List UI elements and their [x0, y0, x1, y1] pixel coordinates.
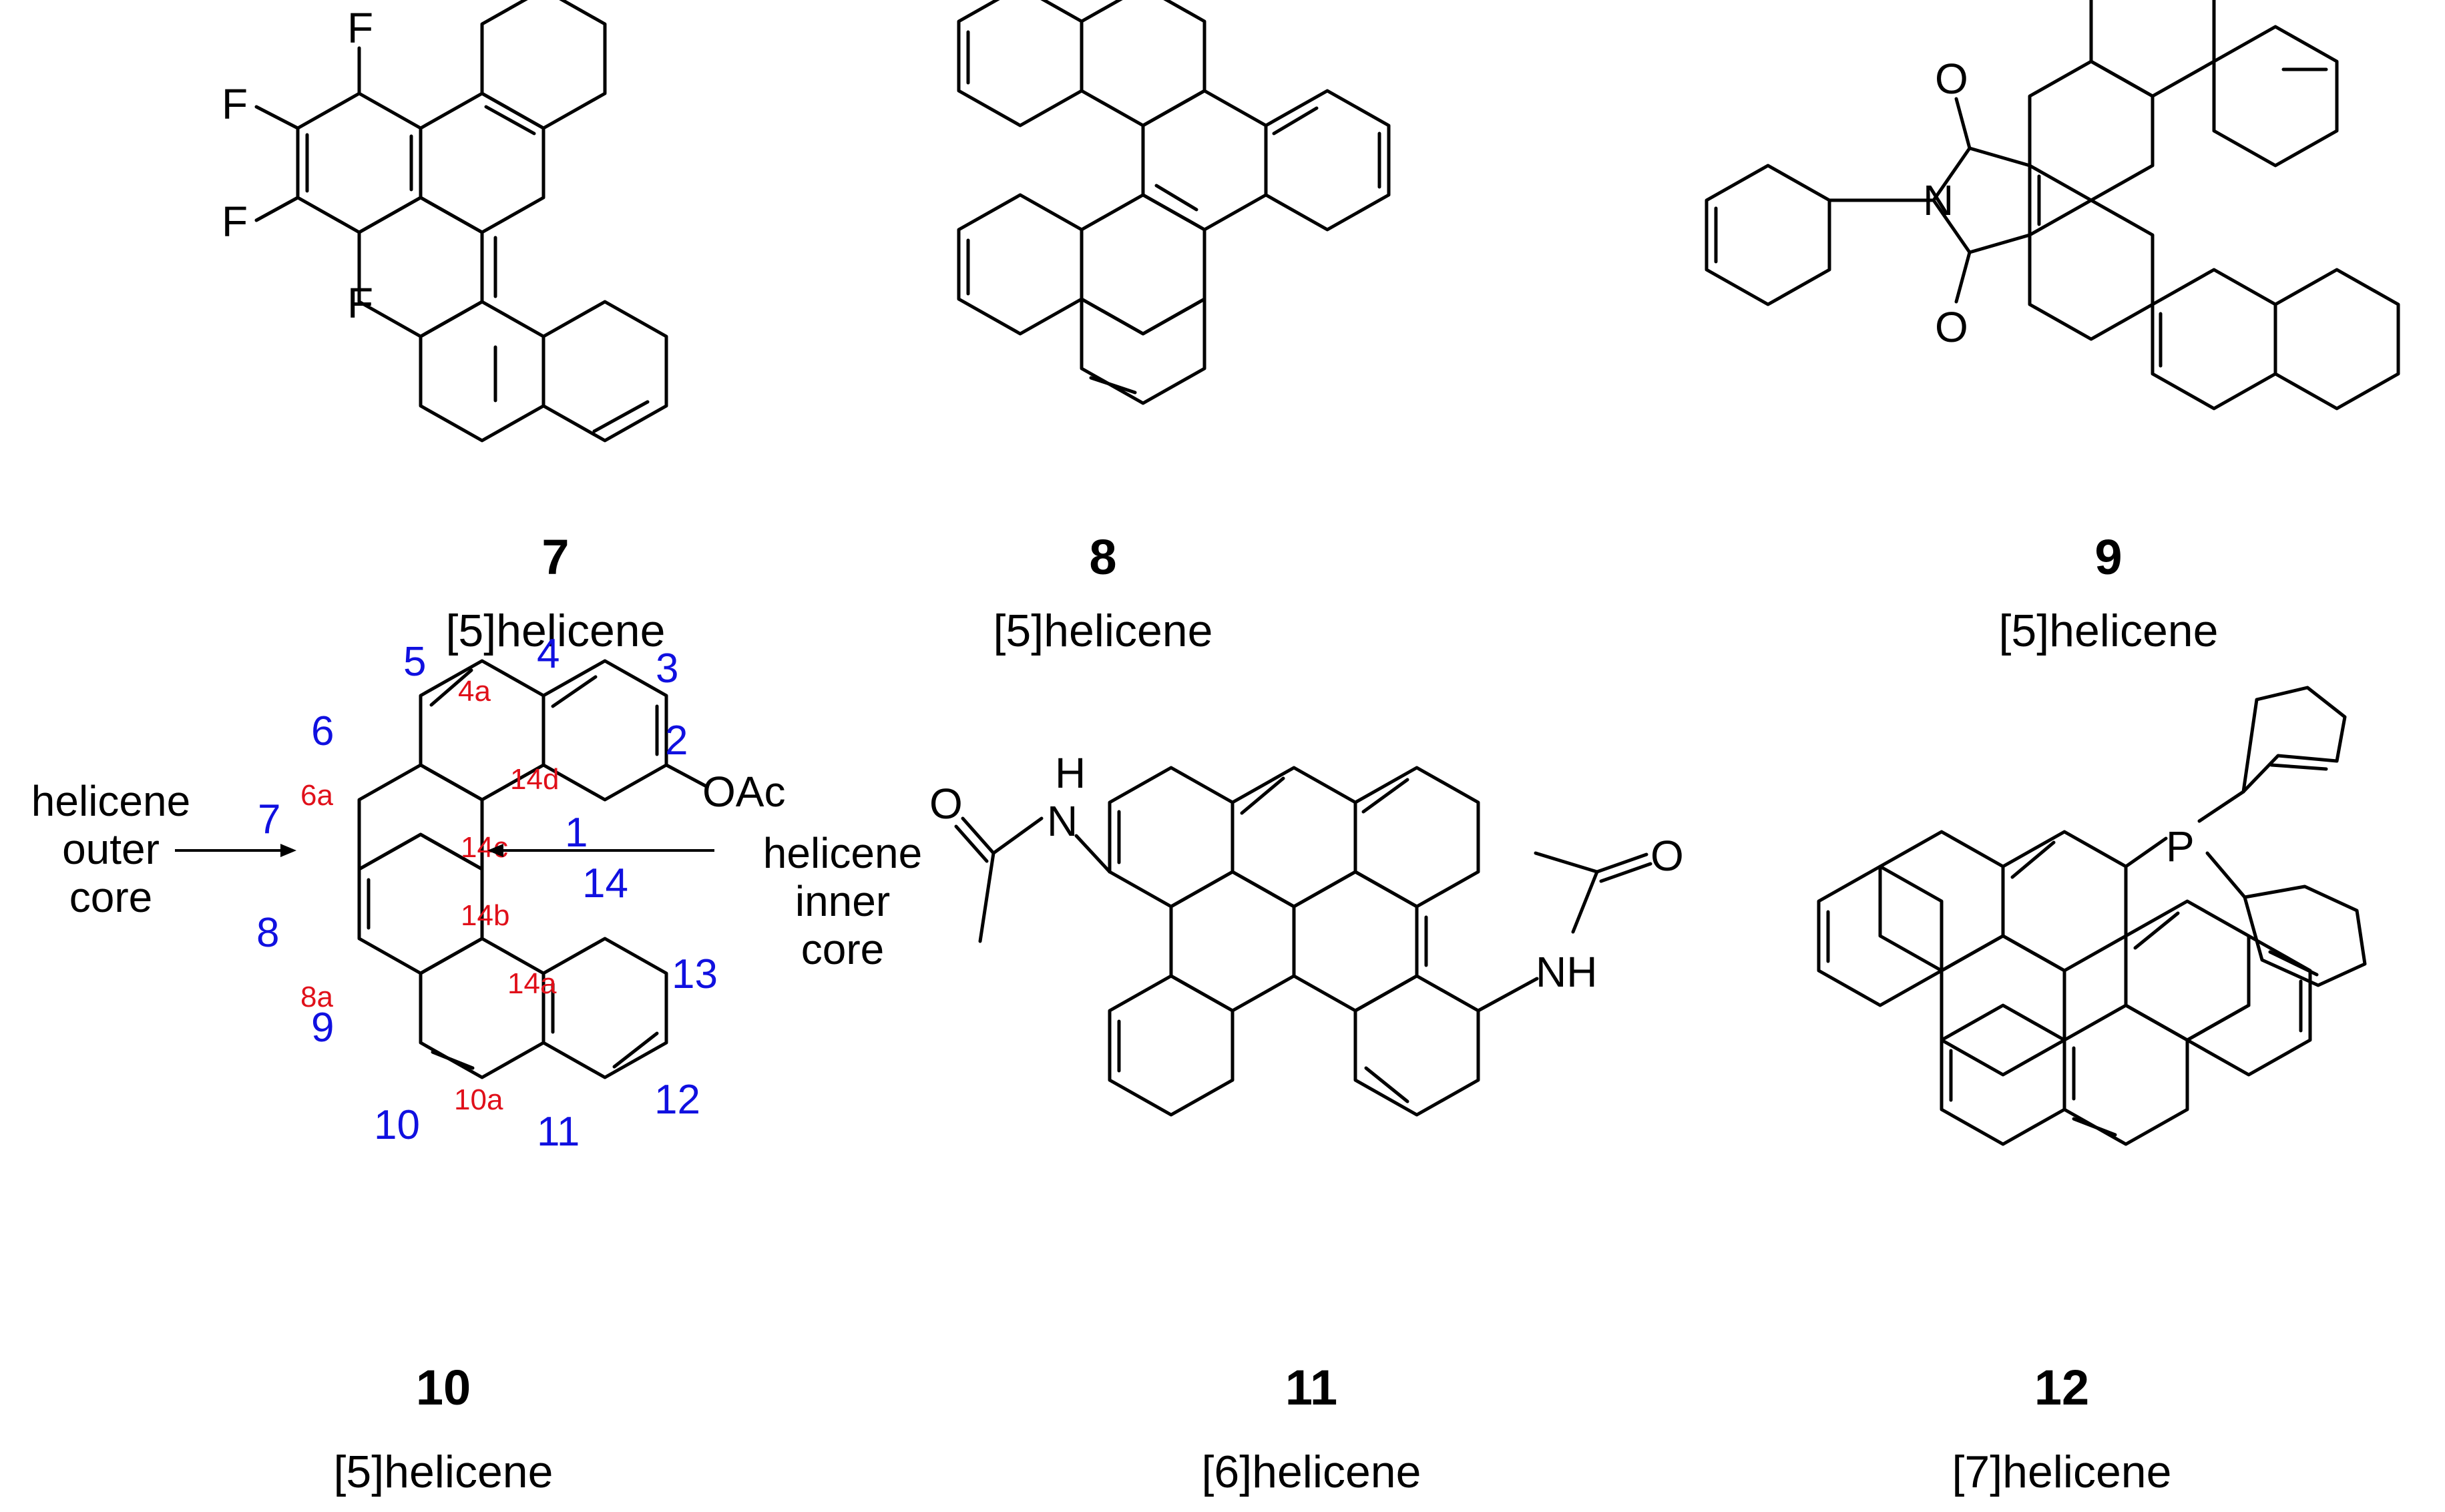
compound-name-9: [5]helicene	[1999, 605, 2219, 656]
oxygen-label-9b: O	[1935, 303, 1968, 351]
locant-8: 8	[256, 910, 279, 956]
structure-compound-10: OAc 1 2 3 4 5 6 7 8 9 10 11 12 13 14 4a …	[31, 631, 922, 1497]
structure-compound-12: P 12 [7]helicene	[1817, 686, 2367, 1497]
locant-5: 5	[403, 639, 426, 685]
locant-3: 3	[656, 646, 678, 692]
nitrogen-label-11: N	[1047, 797, 1078, 845]
locant-14a: 14a	[507, 967, 557, 1000]
inner-core-label-line3: core	[801, 925, 885, 973]
locant-10: 10	[374, 1102, 420, 1148]
oac-label-10: OAc	[702, 768, 785, 816]
locant-13: 13	[672, 951, 718, 997]
fluorine-label-7d: F	[347, 279, 373, 327]
compound-name-10: [5]helicene	[334, 1447, 553, 1497]
inner-core-label-line1: helicene	[763, 829, 922, 877]
locant-7: 7	[258, 796, 280, 842]
compound-number-8: 8	[1089, 529, 1116, 585]
oxygen-label-11a: O	[929, 780, 963, 828]
oxygen-label-11b: O	[1650, 832, 1684, 880]
outer-core-label-line2: outer	[62, 825, 160, 873]
outer-core-arrowhead	[280, 844, 296, 857]
locant-14b: 14b	[461, 899, 509, 932]
locant-2: 2	[665, 718, 688, 764]
locant-6a: 6a	[300, 779, 333, 812]
fluorine-label-7b: F	[222, 80, 248, 128]
locant-14: 14	[582, 860, 628, 907]
locant-11: 11	[537, 1109, 580, 1155]
structure-compound-7: F F F F 7 [5]helicene	[222, 0, 668, 656]
locant-14d: 14d	[510, 763, 559, 796]
fluorine-label-7c: F	[222, 198, 248, 246]
nitrogen-label-9: N	[1923, 176, 1954, 224]
outer-core-label-line3: core	[69, 873, 153, 921]
locant-4: 4	[537, 631, 560, 677]
structure-compound-11: O H N O NH 11 [6]helicene	[929, 749, 1684, 1497]
outer-core-label-line1: helicene	[31, 777, 190, 825]
locant-8a: 8a	[300, 981, 333, 1013]
nh-label-11: NH	[1536, 948, 1597, 996]
compound-number-7: 7	[541, 529, 569, 585]
phosphorus-label-12: P	[2166, 822, 2195, 870]
structure-compound-8: 8 [5]helicene	[957, 0, 1391, 656]
oxygen-label-9a: O	[1935, 55, 1968, 103]
compound-name-8: [5]helicene	[993, 605, 1213, 656]
compound-name-11: [6]helicene	[1202, 1447, 1421, 1497]
locant-10a: 10a	[454, 1083, 503, 1116]
structure-compound-9: O O N 9 [5]helicene	[1705, 0, 2400, 656]
compound-number-12: 12	[2034, 1360, 2089, 1415]
compound-number-10: 10	[416, 1360, 471, 1415]
locant-4a: 4a	[458, 675, 491, 708]
locant-12: 12	[654, 1077, 700, 1123]
compound-number-9: 9	[2094, 529, 2122, 585]
locant-9: 9	[311, 1005, 334, 1051]
inner-core-arrowhead	[487, 844, 503, 857]
compound-name-12: [7]helicene	[1952, 1447, 2172, 1497]
locant-1: 1	[565, 810, 588, 856]
compound-name-7: [5]helicene	[446, 605, 666, 656]
locant-6: 6	[311, 708, 334, 754]
inner-core-label-line2: inner	[795, 877, 890, 925]
hydrogen-label-11: H	[1055, 749, 1086, 797]
fluorine-label-7a: F	[347, 4, 373, 52]
compound-number-11: 11	[1285, 1360, 1337, 1415]
